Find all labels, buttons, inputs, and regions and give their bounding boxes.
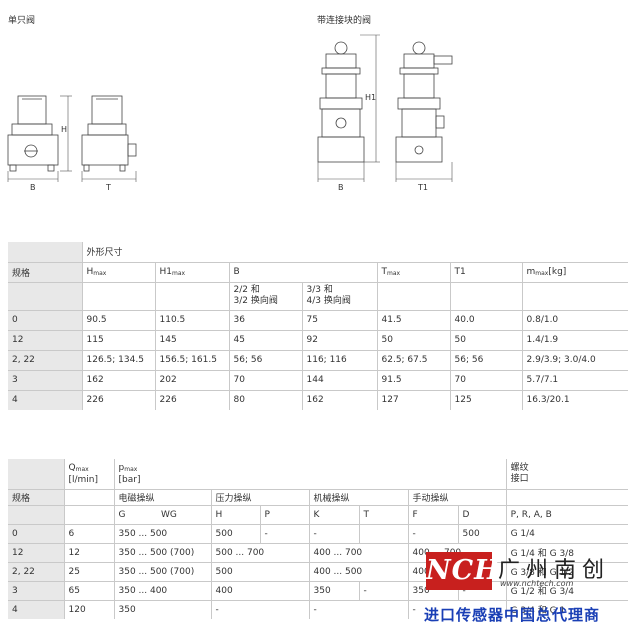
dim-t1-label: T1: [417, 183, 428, 192]
company-tagline: 进口传感器中国总代理商: [424, 606, 601, 624]
dim-t-label: T: [105, 183, 111, 192]
dim-h1-label: H1: [365, 93, 376, 102]
dimensions-table: 外形尺寸 规格 Hmax H1max B Tmax T1 mmax[kg] 2/…: [8, 242, 629, 410]
dim-b-label: B: [30, 183, 36, 192]
single-valve-caption: 单只阀: [8, 16, 36, 26]
nch-logo: NCH: [426, 552, 500, 590]
table1-header-row: 规格 Hmax H1max B Tmax T1 mmax[kg]: [8, 262, 629, 283]
table1-row-header: 规格: [8, 262, 82, 283]
dim-h-label: H: [61, 125, 67, 134]
valve-dimension-drawings: H B T H1 B T1: [7, 34, 453, 192]
table1-group-header: 外形尺寸: [81, 242, 629, 263]
company-name: 广州南创: [498, 558, 611, 583]
table2-row-header: 规格: [8, 488, 64, 505]
company-url: www.nchtech.com: [500, 579, 574, 588]
operation-ports-table: Qmax[l/min] pmax[bar] 螺纹接口 规格 电磁操纵 压力操纵 …: [8, 459, 629, 619]
dim-b-label-right: B: [338, 183, 344, 192]
valve-with-block-caption: 带连接块的阀: [317, 16, 372, 26]
